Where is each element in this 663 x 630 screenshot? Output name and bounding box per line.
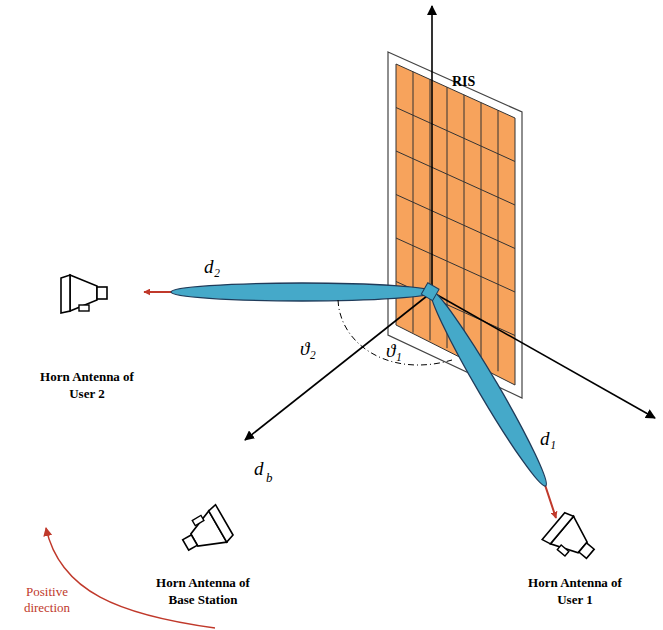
horn-icon <box>57 270 117 316</box>
math-symbol: ϑ₂ <box>300 338 316 360</box>
angle-arc <box>338 300 452 365</box>
distance-label: d₂ <box>204 256 220 278</box>
panel-title: RIS <box>452 74 475 90</box>
horn-antenna: Horn Antenna of User 1 <box>518 518 632 608</box>
beam <box>423 286 555 491</box>
ris-panel: RIS <box>388 52 522 398</box>
math-symbol: d <box>254 458 264 480</box>
math-symbol: b <box>266 470 273 485</box>
grid-line <box>396 195 515 249</box>
y-axis <box>245 292 432 440</box>
direction-note: Positive direction <box>14 584 80 616</box>
grid-line <box>396 238 515 292</box>
horn-antenna: Horn Antenna of User 2 <box>30 270 144 402</box>
beam <box>171 283 433 301</box>
horn-antenna: Horn Antenna of Base Station <box>146 512 260 608</box>
antenna-label: Horn Antenna of User 1 <box>518 574 632 608</box>
antenna-label: Horn Antenna of User 2 <box>30 368 144 402</box>
grid-line <box>396 108 515 162</box>
grid-line <box>396 151 515 205</box>
horn-icon <box>545 518 605 564</box>
distance-label: d₁ <box>540 428 556 450</box>
z-axis <box>431 6 433 300</box>
horn-icon <box>173 512 233 558</box>
math-symbol: ϑ₁ <box>386 340 402 362</box>
antenna-label: Horn Antenna of Base Station <box>146 574 260 608</box>
beam-source <box>421 283 439 301</box>
